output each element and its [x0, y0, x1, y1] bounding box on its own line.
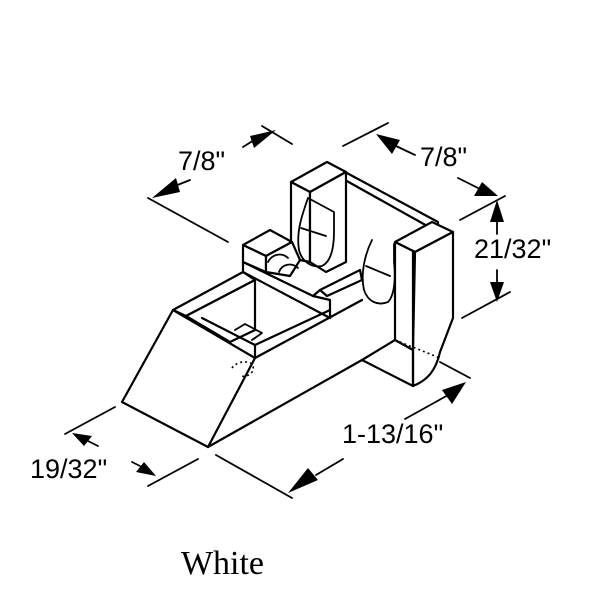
dimension-top-left: 7/8": [147, 125, 293, 243]
dim-label-top-right: 7/8": [420, 142, 467, 172]
dim-label-top-left: 7/8": [178, 146, 225, 176]
color-caption: White: [180, 545, 265, 582]
dim-label-base-width: 19/32": [30, 454, 107, 484]
dim-label-overall-length: 1-13/16": [342, 419, 443, 449]
dim-label-post-height: 21/32": [474, 234, 551, 264]
part-body: [120, 160, 455, 449]
dimension-post-height: 21/32": [461, 200, 551, 319]
dimension-base-width: 19/32": [30, 406, 199, 487]
dimension-top-right: 7/8": [342, 122, 506, 221]
dimension-overall-length: 1-13/16": [215, 361, 471, 499]
